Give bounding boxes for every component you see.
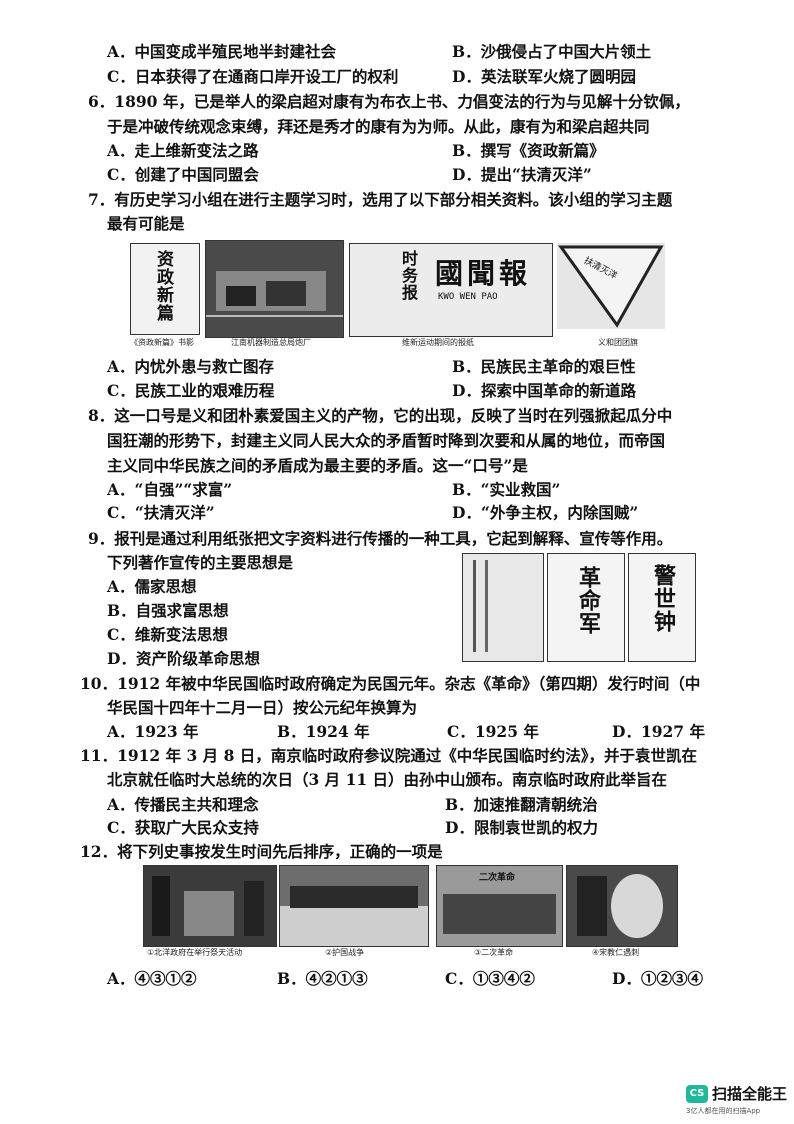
book-spine-line xyxy=(485,560,488,652)
q10-stem-line1: 10．1912 年被中华民国临时政府确定为民国元年。杂志《革命》（第四期）发行时… xyxy=(80,674,701,693)
portrait-photo-icon xyxy=(567,866,677,946)
q7-caption-2: 江南机器制造总局炮厂 xyxy=(231,338,311,347)
watermark-tagline: 3亿人都在用的扫描App xyxy=(686,1107,761,1115)
q8-stem-line3: 主义同中华民族之间的矛盾成为最主要的矛盾。这一“口号”是 xyxy=(107,456,528,475)
q8-option-a: A．“自强”“求富” xyxy=(107,480,233,499)
q8-option-b: B．“实业救国” xyxy=(452,480,561,499)
q7-image-boxer-flag: 扶清灭洋 xyxy=(557,243,665,329)
q7-image-newspapers: 时务报 國聞報 KWO WEN PAO xyxy=(349,243,553,337)
q7-image-arsenal xyxy=(205,240,344,338)
q10-option-b: B．1924 年 xyxy=(277,722,370,741)
q6-option-d: D．提出“扶清灭洋” xyxy=(452,165,592,184)
q9-book-jingshizhong: 警世钟 xyxy=(628,553,696,662)
q12-image-3-label: 二次革命 xyxy=(479,873,516,883)
q8-option-c: C．“扶清灭洋” xyxy=(107,503,215,522)
q10-option-a: A．1923 年 xyxy=(107,722,199,741)
q12-caption-3: ③二次革命 xyxy=(474,948,514,957)
camscanner-logo-icon: CS xyxy=(686,1085,708,1103)
ceremony-photo-icon xyxy=(144,866,276,946)
q12-image-1 xyxy=(143,865,277,947)
q11-option-d: D．限制袁世凯的权力 xyxy=(445,818,598,837)
q9-option-c: C．维新变法思想 xyxy=(107,625,228,644)
q7-image-3-guowenbao: 國聞報 xyxy=(435,257,532,290)
q5-option-c: C．日本获得了在通商口岸开设工厂的权利 xyxy=(107,67,399,86)
q7-stem-line1: 7．有历史学习小组在进行主题学习时，选用了以下部分相关资料。该小组的学习主题 xyxy=(88,190,673,209)
q10-option-d: D．1927 年 xyxy=(612,722,705,741)
q8-stem-line2: 国狂潮的形势下，封建主义同人民大众的矛盾暂时降到次要和从属的地位，而帝国 xyxy=(107,431,666,450)
q7-caption-1: 《资政新篇》书影 xyxy=(130,338,194,347)
q9-stem-line2: 下列著作宣传的主要思想是 xyxy=(107,553,294,572)
q6-stem-line2: 于是冲破传统观念束缚，拜还是秀才的康有为为师。从此，康有为和梁启超共同 xyxy=(107,117,650,136)
q6-option-b: B．撰写《资政新篇》 xyxy=(452,141,605,160)
q9-book-gemingjun: 革命军 xyxy=(547,553,625,662)
group-photo-icon xyxy=(280,866,428,946)
q12-option-c: C．①③④② xyxy=(445,969,535,988)
q5-option-a: A．中国变成半殖民地半封建社会 xyxy=(107,42,337,61)
q12-image-3: 二次革命 xyxy=(436,865,563,947)
q12-option-a: A．④③①② xyxy=(107,969,197,988)
q7-stem-line2: 最有可能是 xyxy=(107,214,185,233)
q8-option-d: D．“外争主权，内除国贼” xyxy=(452,503,639,522)
q7-image-3-kwowenpao: KWO WEN PAO xyxy=(438,292,498,302)
q9-option-b: B．自强求富思想 xyxy=(107,601,229,620)
q12-image-2 xyxy=(279,865,429,947)
q7-option-b: B．民族民主革命的艰巨性 xyxy=(452,357,636,376)
q11-option-c: C．获取广大民众支持 xyxy=(107,818,259,837)
q5-option-b: B．沙俄侵占了中国大片领土 xyxy=(452,42,652,61)
q11-stem-line2: 北京就任临时大总统的次日（3 月 11 日）由孙中山颁布。南京临时政府此举旨在 xyxy=(107,770,668,789)
q9-book-gemingjun-title: 革命军 xyxy=(575,566,601,635)
q8-stem-line1: 8．这一口号是义和团朴素爱国主义的产物，它的出现，反映了当时在列强掀起瓜分中 xyxy=(88,406,673,425)
q7-caption-4: 义和团团旗 xyxy=(598,338,638,347)
q12-caption-1: ①北洋政府在举行祭天活动 xyxy=(147,948,243,957)
q12-image-4 xyxy=(566,865,678,947)
q7-image-zizhengxinpian: 资政新篇 xyxy=(130,243,200,335)
watermark-app-name: 扫描全能王 xyxy=(712,1085,788,1103)
q10-stem-line2: 华民国十四年十二月一日）按公元纪年换算为 xyxy=(107,698,418,717)
q7-option-c: C．民族工业的艰难历程 xyxy=(107,381,275,400)
arsenal-photo-icon xyxy=(206,241,343,337)
q11-option-a: A．传播民主共和理念 xyxy=(107,795,259,814)
q7-caption-3: 维新运动期间的报纸 xyxy=(402,338,474,347)
book-spine-line xyxy=(473,560,476,652)
q12-caption-4: ④宋教仁遇刺 xyxy=(592,948,640,957)
q6-option-a: A．走上维新变法之路 xyxy=(107,141,259,160)
q9-option-d: D．资产阶级革命思想 xyxy=(107,649,260,668)
q7-option-a: A．内忧外患与救亡图存 xyxy=(107,357,275,376)
q7-option-d: D．探索中国革命的新道路 xyxy=(452,381,636,400)
triangle-flag-icon xyxy=(558,245,664,328)
group-photo-icon xyxy=(443,894,556,934)
q9-book-1 xyxy=(462,553,544,662)
q12-option-b: B．④②①③ xyxy=(277,969,368,988)
q7-image-3-shiwubao: 时务报 xyxy=(399,250,418,301)
q7-image-1-title: 资政新篇 xyxy=(153,250,173,322)
q10-option-c: C．1925 年 xyxy=(447,722,539,741)
q5-option-d: D．英法联军火烧了圆明园 xyxy=(452,67,636,86)
q9-option-a: A．儒家思想 xyxy=(107,577,197,596)
q9-book-jingshizhong-title: 警世钟 xyxy=(650,564,676,633)
q9-stem-line1: 9．报刊是通过利用纸张把文字资料进行传播的一种工具，它起到解释、宣传等作用。 xyxy=(88,529,673,548)
q12-stem: 12．将下列史事按发生时间先后排序，正确的一项是 xyxy=(80,842,443,861)
q6-option-c: C．创建了中国同盟会 xyxy=(107,165,259,184)
q6-stem-line1: 6．1890 年，已是举人的梁启超对康有为布衣上书、力倡变法的行为与见解十分钦佩… xyxy=(88,92,690,111)
q11-option-b: B．加速推翻清朝统治 xyxy=(445,795,598,814)
q11-stem-line1: 11．1912 年 3 月 8 日，南京临时政府参议院通过《中华民国临时约法》，… xyxy=(80,746,698,765)
q12-option-d: D．①②③④ xyxy=(612,969,703,988)
q12-caption-2: ②护国战争 xyxy=(325,948,365,957)
